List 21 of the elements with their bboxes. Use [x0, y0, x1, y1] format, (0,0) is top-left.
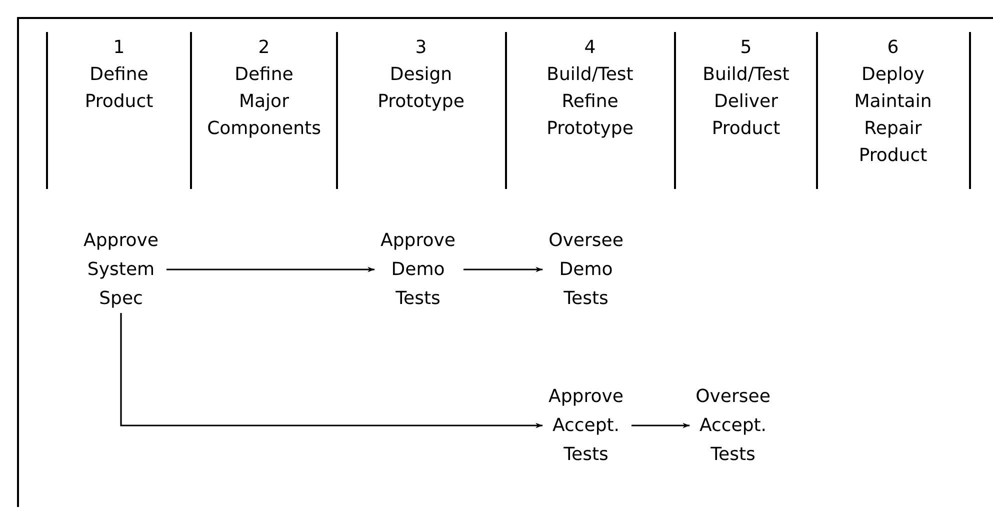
arrow [631, 422, 690, 428]
arrow [463, 266, 543, 272]
phase-title: Build/Test Refine Prototype [546, 63, 634, 141]
phase-number: 4 [584, 36, 596, 60]
phase-title: Build/Test Deliver Product [702, 63, 790, 141]
arrow [166, 266, 375, 272]
phase-title: Design Prototype [378, 63, 464, 114]
phase-title: Define Product [84, 63, 154, 114]
phase-number: 6 [887, 36, 899, 60]
phase-title: Deploy Maintain Repair Product [854, 63, 932, 168]
arrow [120, 313, 543, 428]
phase-number: 2 [258, 36, 270, 60]
step-label: Oversee Demo Tests [548, 226, 624, 313]
phase-number: 5 [740, 36, 752, 60]
step-label: Approve Accept. Tests [548, 382, 624, 469]
phase-number: 1 [113, 36, 125, 60]
phase-title: Define Major Components [207, 63, 321, 141]
step-label: Oversee Accept. Tests [696, 382, 770, 469]
step-label: Approve Demo Tests [380, 226, 456, 313]
step-label: Approve System Spec [84, 226, 158, 313]
phase-number: 3 [415, 36, 427, 60]
